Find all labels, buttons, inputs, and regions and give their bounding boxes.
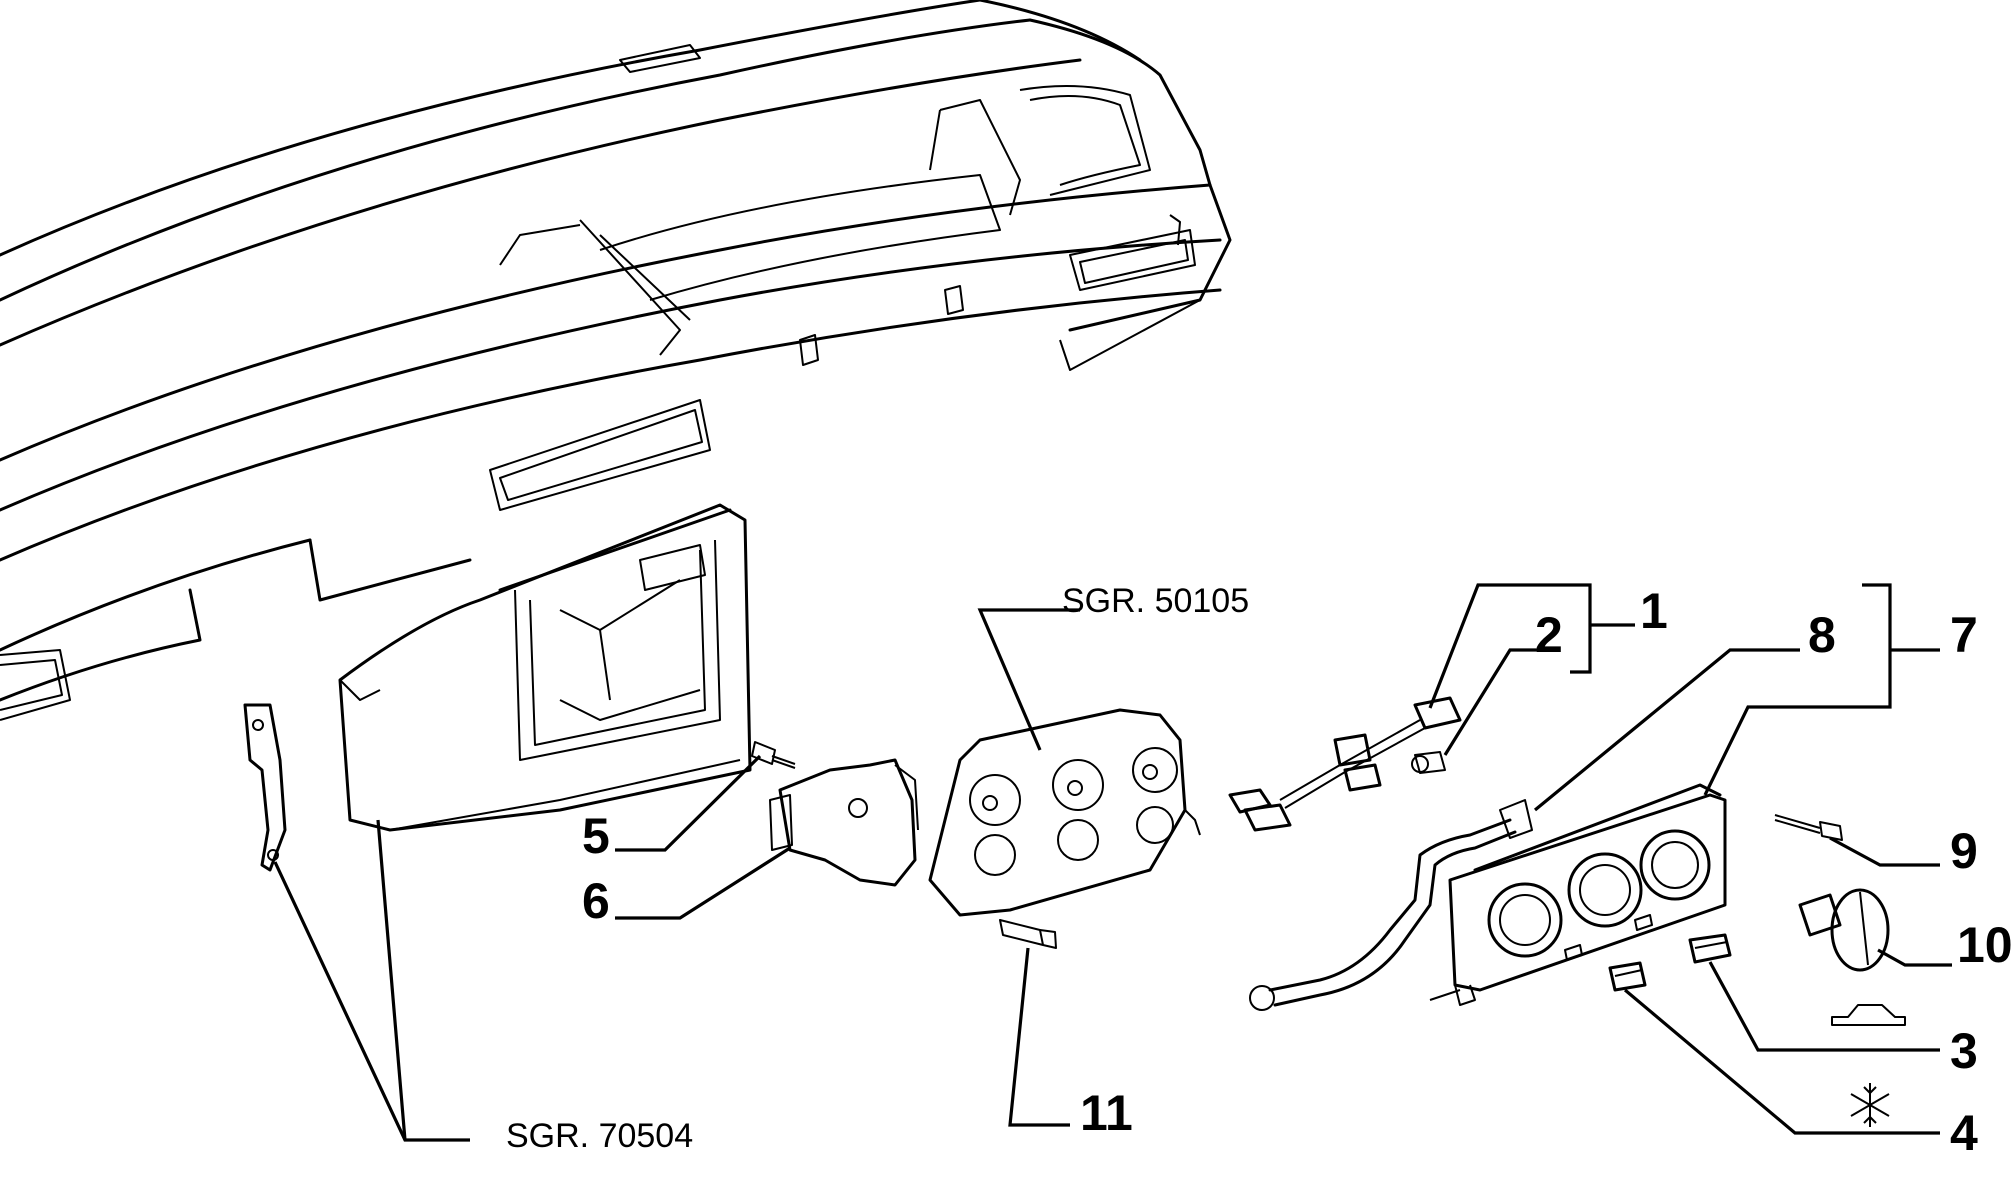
- callout-5: 5: [582, 808, 610, 864]
- part-3-switch-drawing: [1688, 933, 1732, 964]
- part-9-screw-drawing: [1774, 814, 1843, 841]
- callout-2: 2: [1535, 607, 1563, 663]
- part-2-plug-drawing: [1411, 751, 1446, 774]
- part-6-actuator-drawing: [769, 758, 919, 887]
- dashboard-panel-drawing: [0, 0, 1232, 721]
- callout-8: 8: [1808, 607, 1836, 663]
- sgr-70504-label: SGR. 70504: [506, 1117, 693, 1155]
- car-outline-icon: [1831, 1004, 1906, 1026]
- part-1-wiring-harness-drawing: [1228, 696, 1462, 832]
- callout-1: 1: [1640, 583, 1668, 639]
- callout-10: 10: [1957, 917, 2013, 973]
- callout-4: 4: [1950, 1105, 1978, 1161]
- callout-9: 9: [1950, 823, 1978, 879]
- part-4-switch-drawing: [1608, 961, 1647, 992]
- callout-11: 11: [1080, 1085, 1133, 1141]
- callout-6: 6: [582, 873, 610, 929]
- callout-7: 7: [1950, 607, 1978, 663]
- left-mounting-bracket-drawing: [243, 703, 287, 872]
- center-console-bracket-drawing: [338, 503, 752, 832]
- snowflake-icon: [1850, 1083, 1890, 1127]
- leader-lines: [273, 583, 1952, 1142]
- part-8-cable-drawing: [1249, 799, 1533, 1011]
- part-7-control-panel-drawing: [1429, 783, 1727, 1006]
- callout-3: 3: [1950, 1023, 1978, 1079]
- part-11-screw-drawing: [999, 919, 1057, 949]
- part-5-screw-drawing: [751, 741, 796, 769]
- sgr-50105-label: SGR. 50105: [1062, 582, 1249, 620]
- part-10-knob-drawing: [1798, 888, 1890, 972]
- heater-control-unit-drawing: [928, 708, 1201, 917]
